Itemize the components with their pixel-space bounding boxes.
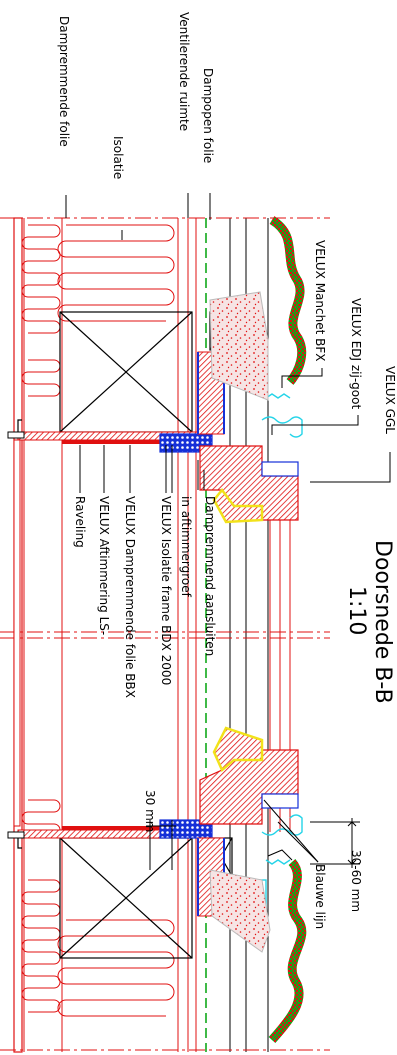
aftimmering-lining xyxy=(7,419,199,849)
label-in-aftimmergroef: in aftimmergroef xyxy=(179,496,193,598)
label-velux-ggl: VELUX GGL xyxy=(383,366,397,434)
labels: Dampremmende folie Ventilerende ruimte D… xyxy=(57,12,397,929)
window-frame-bottom xyxy=(199,726,299,825)
label-dampremmend-aansluiten: Dampremmend aansluiten xyxy=(203,496,217,656)
label-velux-dampremmende-bbx: VELUX Dampremmende folie BBX xyxy=(123,496,137,698)
label-dampremmende-folie: Dampremmende folie xyxy=(57,16,71,147)
dimension-30-60mm: 30-60 mm xyxy=(349,850,363,912)
label-blauwe-lijn: Blauwe lijn xyxy=(313,864,327,929)
tile-underlay xyxy=(209,291,271,953)
drawing-title: Doorsnede B-B xyxy=(370,540,395,704)
label-velux-aftimmering: VELUX Aftimmering LS- xyxy=(97,496,111,635)
dimension-lines xyxy=(146,818,360,870)
insulation-pattern xyxy=(21,224,175,1017)
label-velux-isolatie-frame: VELUX Isolatie frame BDX 2000 xyxy=(159,496,173,685)
label-ventilerende-ruimte: Ventilerende ruimte xyxy=(177,12,191,131)
label-velux-manchet: VELUX Manchet BFX xyxy=(313,240,327,361)
drawing-scale: 1:10 xyxy=(344,586,369,635)
label-isolatie: Isolatie xyxy=(111,136,125,179)
roof-tiles xyxy=(267,216,307,1044)
label-raveling: Raveling xyxy=(73,496,87,548)
label-dampopen-folie: Dampopen folie xyxy=(201,68,215,163)
leader-lines xyxy=(65,193,391,863)
dimension-30mm: 30 mm xyxy=(143,790,157,832)
label-velux-edj: VELUX EDJ zij-goot xyxy=(349,298,363,409)
